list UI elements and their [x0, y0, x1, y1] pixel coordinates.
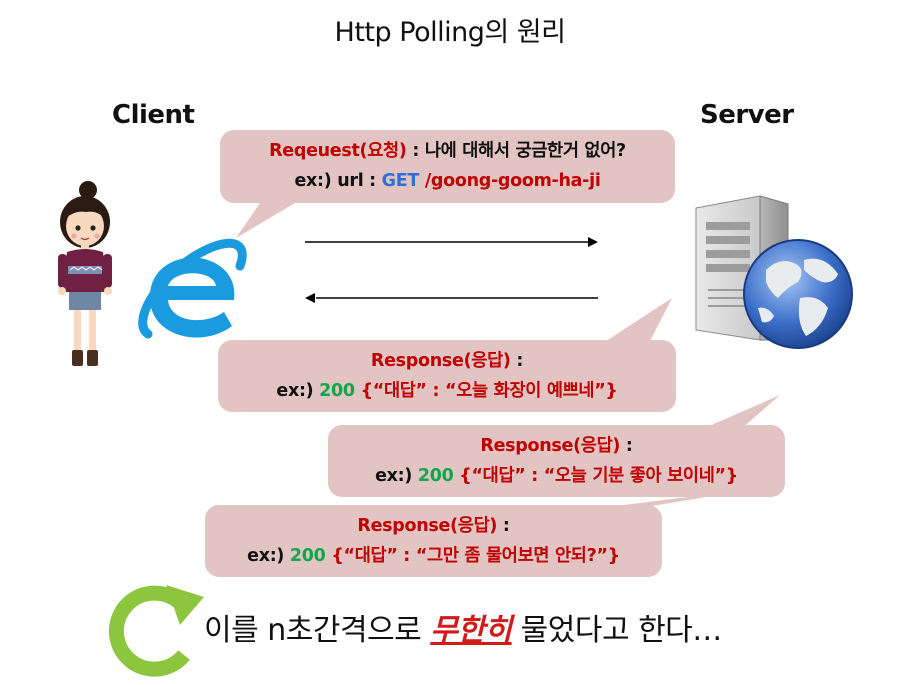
response-2-body-value: “오늘 기분 좋아 보이네”} [543, 466, 738, 486]
server-label: Server [700, 100, 794, 130]
request-text: 나에 대해서 궁금한거 없어? [424, 141, 626, 161]
request-ex-prefix: ex:) url : [294, 171, 382, 191]
response-3-ex: ex:) [247, 546, 290, 566]
footer-after: 물었다고 한다… [511, 613, 723, 648]
response-bubble-1: Response(응답) : ex:) 200 {“대답” : “오늘 화장이 … [218, 340, 676, 412]
response-1-label: Response(응답) [370, 351, 511, 371]
response-2-code: 200 [417, 466, 454, 486]
footer-emphasis: 무한히 [430, 613, 512, 648]
internet-explorer-icon [138, 238, 247, 339]
response-3-sep: : [497, 516, 510, 536]
request-sep: : [406, 141, 425, 161]
response-2-label: Response(응답) [480, 436, 621, 456]
response-2-sep: : [620, 436, 633, 456]
response-1-body-key: {“대답” : [354, 381, 446, 401]
response-arrow [305, 293, 598, 303]
girl-icon [58, 181, 112, 366]
response-1-sep: : [510, 351, 524, 371]
response-3-body-value: “그만 좀 물어보면 안되?”} [415, 546, 620, 566]
request-line-1: Reqeuest(요청) : 나에 대해서 궁금한거 없어? [220, 136, 675, 166]
footer-before: 이를 n초간격으로 [204, 613, 431, 648]
response-bubble-2: Response(응답) : ex:) 200 {“대답” : “오늘 기분 좋… [328, 425, 785, 497]
request-method: GET [381, 171, 420, 191]
response-3-body-key: {“대답” : [325, 546, 416, 566]
globe-icon [743, 239, 853, 349]
response-1-body-value: “오늘 화장이 예쁘네”} [445, 381, 618, 401]
client-label: Client [112, 100, 195, 130]
request-tail [236, 200, 300, 238]
response-1-code: 200 [319, 381, 355, 401]
response-2-tail [700, 395, 780, 430]
server-icon [695, 195, 853, 349]
request-label: Reqeuest(요청) [269, 141, 407, 161]
request-arrow [305, 237, 598, 247]
request-bubble: Reqeuest(요청) : 나에 대해서 궁금한거 없어? ex:) url … [220, 130, 675, 203]
response-2-ex: ex:) [375, 466, 418, 486]
request-path: /goong-goom-ha-ji [419, 171, 601, 191]
refresh-icon [108, 585, 204, 677]
response-3-label: Response(응답) [357, 516, 498, 536]
response-1-ex: ex:) [276, 381, 320, 401]
page-title: Http Polling의 원리 [334, 17, 566, 48]
footer-text: 이를 n초간격으로 무한히 물었다고 한다… [204, 605, 722, 649]
response-3-code: 200 [289, 546, 326, 566]
request-line-2: ex:) url : GET /goong-goom-ha-ji [220, 166, 675, 196]
response-1-tail [600, 298, 672, 345]
response-bubble-3: Response(응답) : ex:) 200 {“대답” : “그만 좀 물어… [205, 505, 662, 577]
response-2-body-key: {“대답” : [453, 466, 544, 486]
